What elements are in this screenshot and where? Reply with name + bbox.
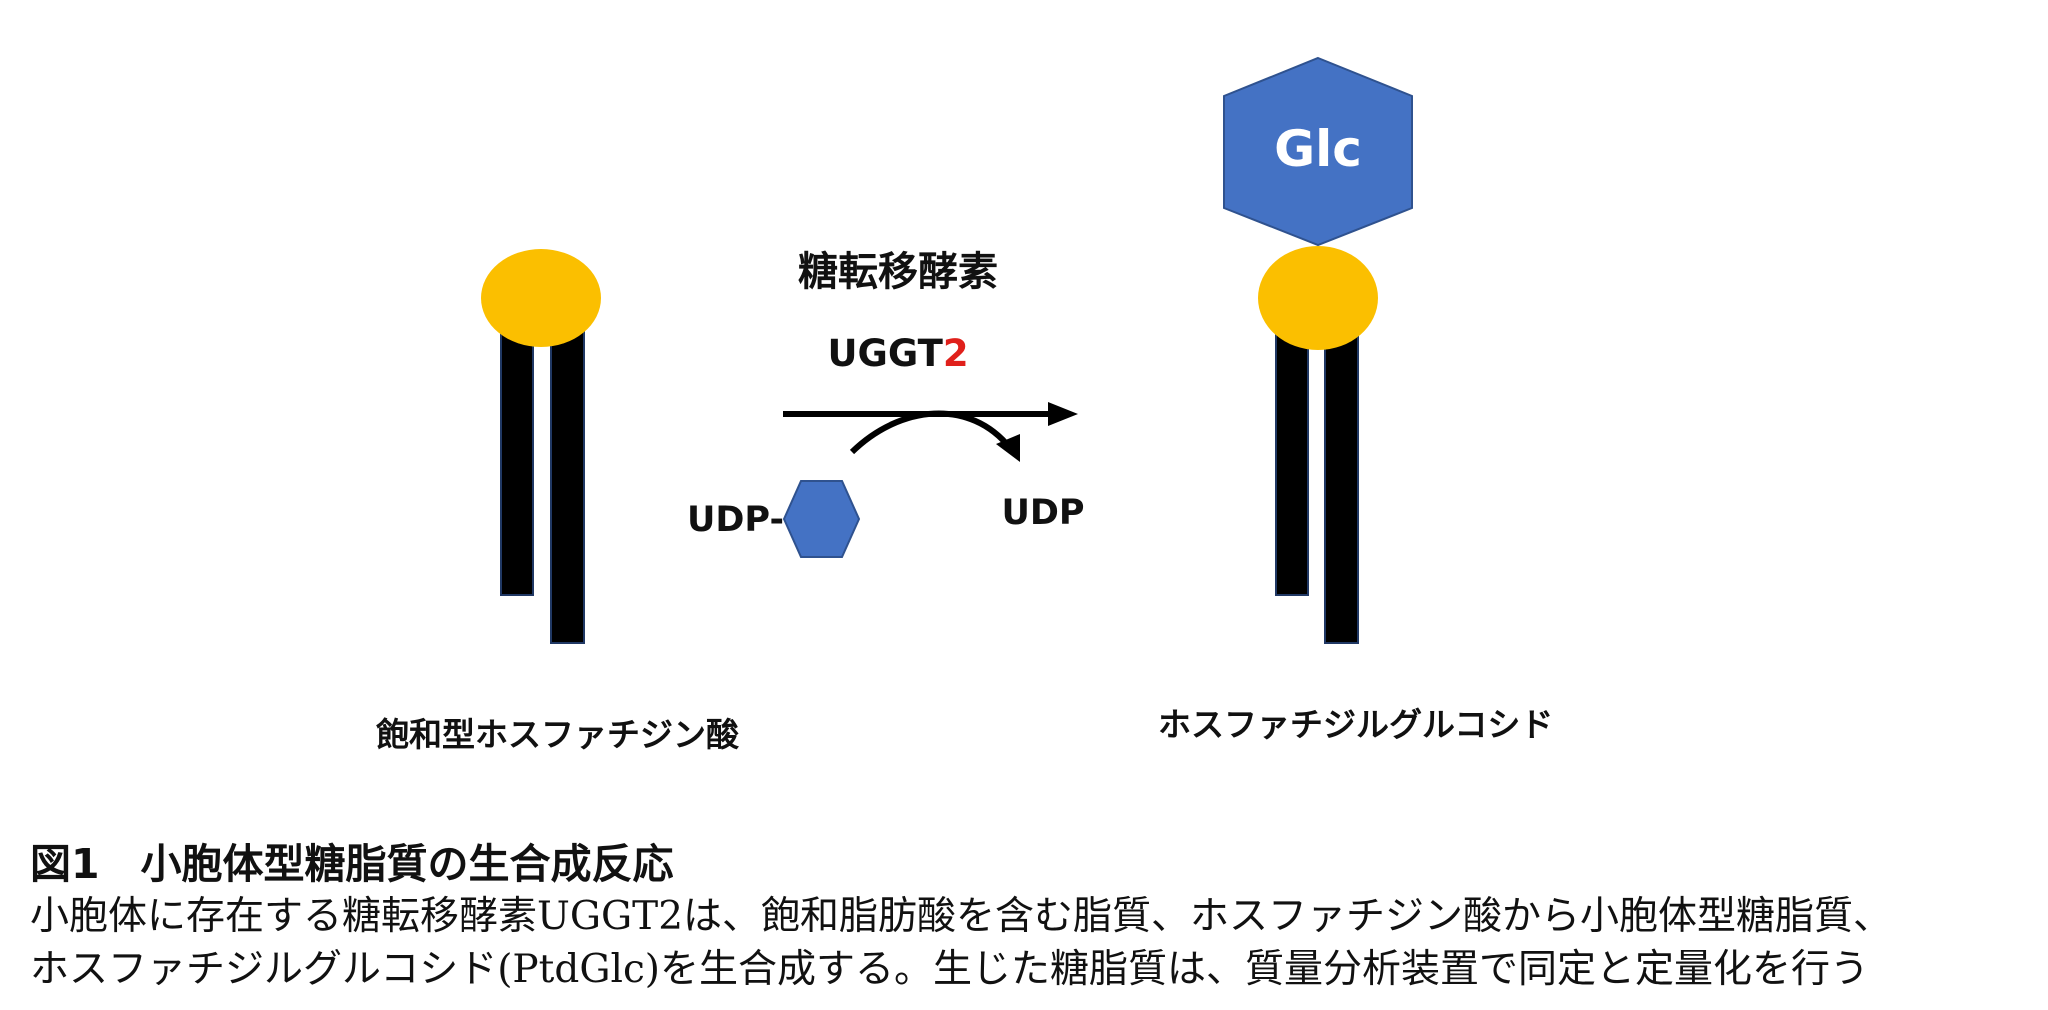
glucose-label: Glc [1274, 120, 1362, 178]
enzyme-gene: UGGT2 [827, 332, 968, 375]
phosphatidic-acid-molecule [481, 249, 601, 644]
phosphate-headgroup [481, 249, 601, 347]
curved-arrow-head [996, 434, 1020, 462]
glucose-hexagon-small [782, 480, 861, 558]
figure-caption-line-1: 小胞体に存在する糖転移酵素UGGT2は、飽和脂肪酸を含む脂質、ホスファチジン酸か… [30, 894, 1893, 939]
curved-arrow-shaft [849, 410, 1013, 455]
enzyme-gene-prefix: UGGT [827, 332, 943, 375]
figure-caption-line-2: ホスファチジルグルコシド(PtdGlc)を生合成する。生じた糖脂質は、質量分析装… [30, 947, 1870, 992]
fatty-acid-tail-short [500, 324, 534, 596]
phosphate-headgroup [1258, 246, 1378, 350]
reaction-diagram: Glc 糖転移酵素 UGGT2 UDP- UDP [481, 56, 1413, 644]
glucose-hexagon [1223, 56, 1413, 247]
substrate-label: 飽和型ホスファチジン酸 [376, 715, 739, 754]
fatty-acid-tail-long [1324, 324, 1359, 644]
figure-caption-title: 図1 小胞体型糖脂質の生合成反応 [30, 840, 674, 888]
phosphatidylglucoside-molecule: Glc [1223, 56, 1413, 644]
enzyme-gene-suffix: 2 [943, 332, 969, 375]
udp-glucose [782, 480, 861, 558]
enzyme-name: 糖転移酵素 [798, 249, 998, 295]
main-arrow-head [1048, 402, 1078, 426]
udp-sugar-label: UDP- [687, 500, 784, 540]
udp-released-label: UDP [1001, 493, 1084, 533]
fatty-acid-tail-short [1275, 324, 1309, 596]
product-label: ホスファチジルグルコシド [1158, 705, 1554, 744]
reaction-arrow [783, 402, 1078, 462]
fatty-acid-tail-long [550, 324, 585, 644]
